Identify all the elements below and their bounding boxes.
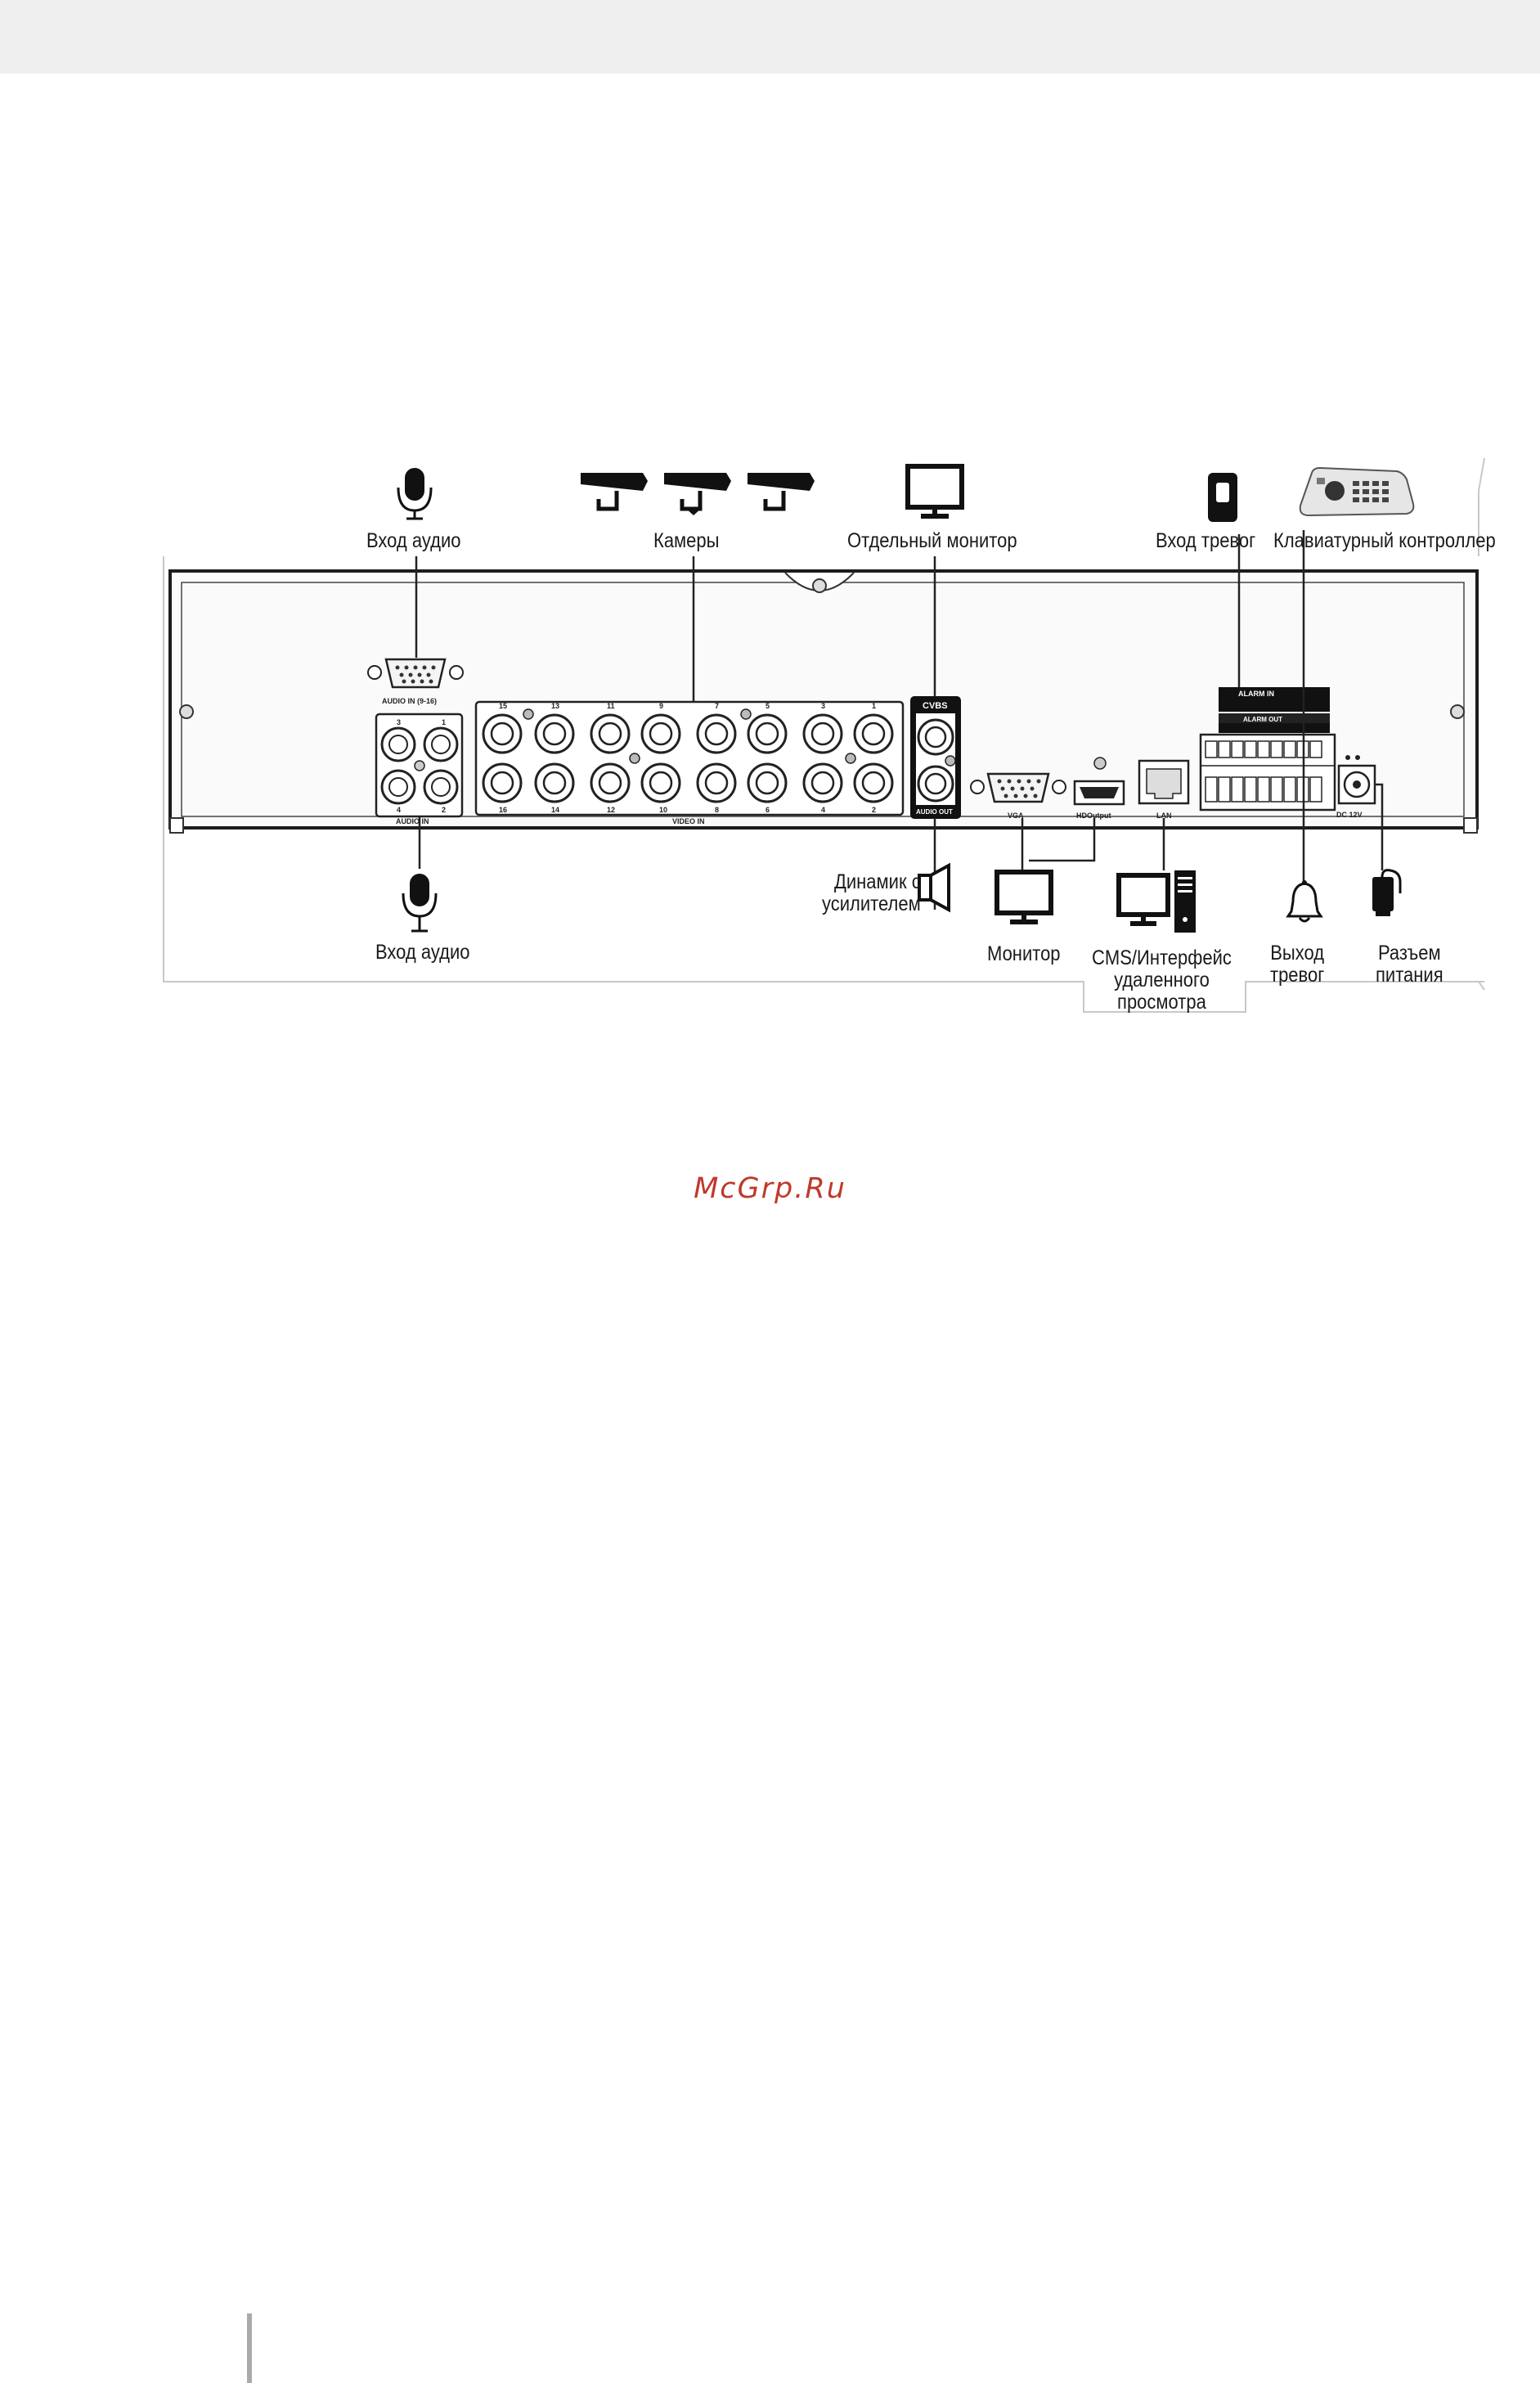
dc-power-port: DC 12V — [1336, 755, 1376, 819]
svg-text:AUDIO IN: AUDIO IN — [396, 817, 429, 825]
vga-port: VGA — [970, 772, 1066, 820]
audio-in-9-16-connector: AUDIO IN (9-16) — [367, 658, 464, 705]
microphone-icon — [397, 468, 433, 520]
svg-text:CVBS: CVBS — [923, 701, 948, 711]
speaker-label-line-2: усилителем — [822, 893, 921, 915]
left-screw-icon — [179, 704, 194, 719]
svg-text:7: 7 — [715, 702, 719, 710]
svg-text:3: 3 — [821, 702, 825, 710]
svg-text:ALARM OUT: ALARM OUT — [1243, 716, 1282, 723]
video-in-bnc-block: 15 13 11 9 7 5 3 1 16 14 12 10 8 6 4 2 V… — [474, 700, 905, 825]
svg-text:ALARM IN: ALARM IN — [1238, 690, 1274, 698]
monitor-icon — [994, 870, 1053, 924]
alarm-terminal-block: ALARM IN ALARM OUT — [1199, 687, 1336, 812]
svg-text:2: 2 — [872, 806, 876, 814]
diagram-frame — [163, 457, 1485, 1013]
audio-in-rca-block: 3 1 4 2 AUDIO IN — [375, 713, 464, 825]
cms-label-line-2: удаленного — [1114, 969, 1210, 991]
cvbs-audio-out-block: CVBS AUDIO OUT — [910, 696, 961, 819]
svg-text:1: 1 — [872, 702, 876, 710]
svg-text:AUDIO IN (9-16): AUDIO IN (9-16) — [382, 697, 437, 705]
svg-text:DC 12V: DC 12V — [1336, 811, 1363, 819]
svg-text:14: 14 — [551, 806, 559, 814]
svg-text:11: 11 — [607, 702, 615, 710]
separate-monitor-label: Отдельный монитор — [847, 529, 1017, 552]
camera-icon — [664, 473, 731, 511]
dvr-rear-panel-diagram: AUDIO IN (9-16) 3 1 4 2 AUDIO IN — [0, 0, 1540, 1063]
power-label-line-2: питания — [1376, 964, 1443, 987]
cms-label: CMS/Интерфейс удаленного просмотра — [1092, 947, 1232, 1014]
monitor-icon — [905, 464, 964, 519]
cameras-label: Камеры — [653, 529, 720, 552]
svg-text:LAN: LAN — [1156, 812, 1172, 820]
svg-text:10: 10 — [659, 806, 667, 814]
alarm-in-label: Вход тревог — [1156, 529, 1256, 552]
svg-text:9: 9 — [659, 702, 663, 710]
diagram-graphics: AUDIO IN (9-16) 3 1 4 2 AUDIO IN — [163, 457, 1485, 1013]
computer-icon — [1116, 870, 1196, 933]
svg-text:6: 6 — [766, 806, 770, 814]
svg-text:1: 1 — [442, 718, 446, 726]
alarm-out-label-line-2: тревог — [1270, 964, 1325, 987]
cameras-pointer-icon — [685, 507, 703, 515]
page-footer-bar — [247, 2313, 252, 2383]
svg-text:HDOutput: HDOutput — [1076, 812, 1111, 820]
svg-text:VIDEO IN: VIDEO IN — [672, 817, 705, 825]
camera-icon — [581, 473, 648, 511]
keyboard-controller-label: Клавиатурный контроллер — [1273, 529, 1496, 552]
microphone-icon — [402, 874, 438, 933]
svg-text:13: 13 — [551, 702, 559, 710]
top-screw-icon — [812, 578, 827, 593]
power-label-line-1: Разъем — [1377, 942, 1441, 964]
svg-text:AUDIO OUT: AUDIO OUT — [916, 808, 953, 816]
svg-text:4: 4 — [397, 806, 401, 814]
svg-text:15: 15 — [499, 702, 507, 710]
bell-icon — [1286, 880, 1323, 923]
svg-text:4: 4 — [821, 806, 825, 814]
svg-text:3: 3 — [397, 718, 401, 726]
audio-in-bottom-label: Вход аудио — [375, 941, 470, 964]
cms-label-line-1: CMS/Интерфейс — [1092, 946, 1232, 969]
alarm-out-label: Выход тревог — [1270, 942, 1324, 987]
connection-lines — [415, 530, 1384, 910]
lan-port: LAN — [1138, 759, 1190, 820]
keyboard-controller-icon — [1299, 466, 1415, 517]
power-plug-icon — [1372, 869, 1402, 916]
speaker-icon — [918, 862, 950, 913]
monitor-label: Монитор — [987, 942, 1061, 965]
speaker-label-line-1: Динамик с — [833, 870, 921, 893]
svg-text:2: 2 — [442, 806, 446, 814]
camera-icon — [748, 473, 815, 511]
svg-text:12: 12 — [607, 806, 615, 814]
page-header-bar — [0, 0, 1540, 74]
alarm-out-label-line-1: Выход — [1270, 942, 1325, 964]
alarm-sensor-icon — [1208, 473, 1237, 522]
speaker-label: Динамик с усилителем — [822, 871, 921, 915]
svg-text:16: 16 — [499, 806, 507, 814]
watermark: McGrp.Ru — [694, 1172, 846, 1205]
svg-text:8: 8 — [715, 806, 719, 814]
cms-label-line-3: просмотра — [1117, 991, 1206, 1014]
svg-text:VGA: VGA — [1008, 812, 1024, 820]
hd-output-port: HDOutput — [1073, 757, 1125, 820]
right-screw-icon — [1450, 704, 1465, 719]
audio-in-top-label: Вход аудио — [366, 529, 461, 552]
power-label: Разъем питания — [1376, 942, 1443, 987]
svg-text:5: 5 — [766, 702, 770, 710]
